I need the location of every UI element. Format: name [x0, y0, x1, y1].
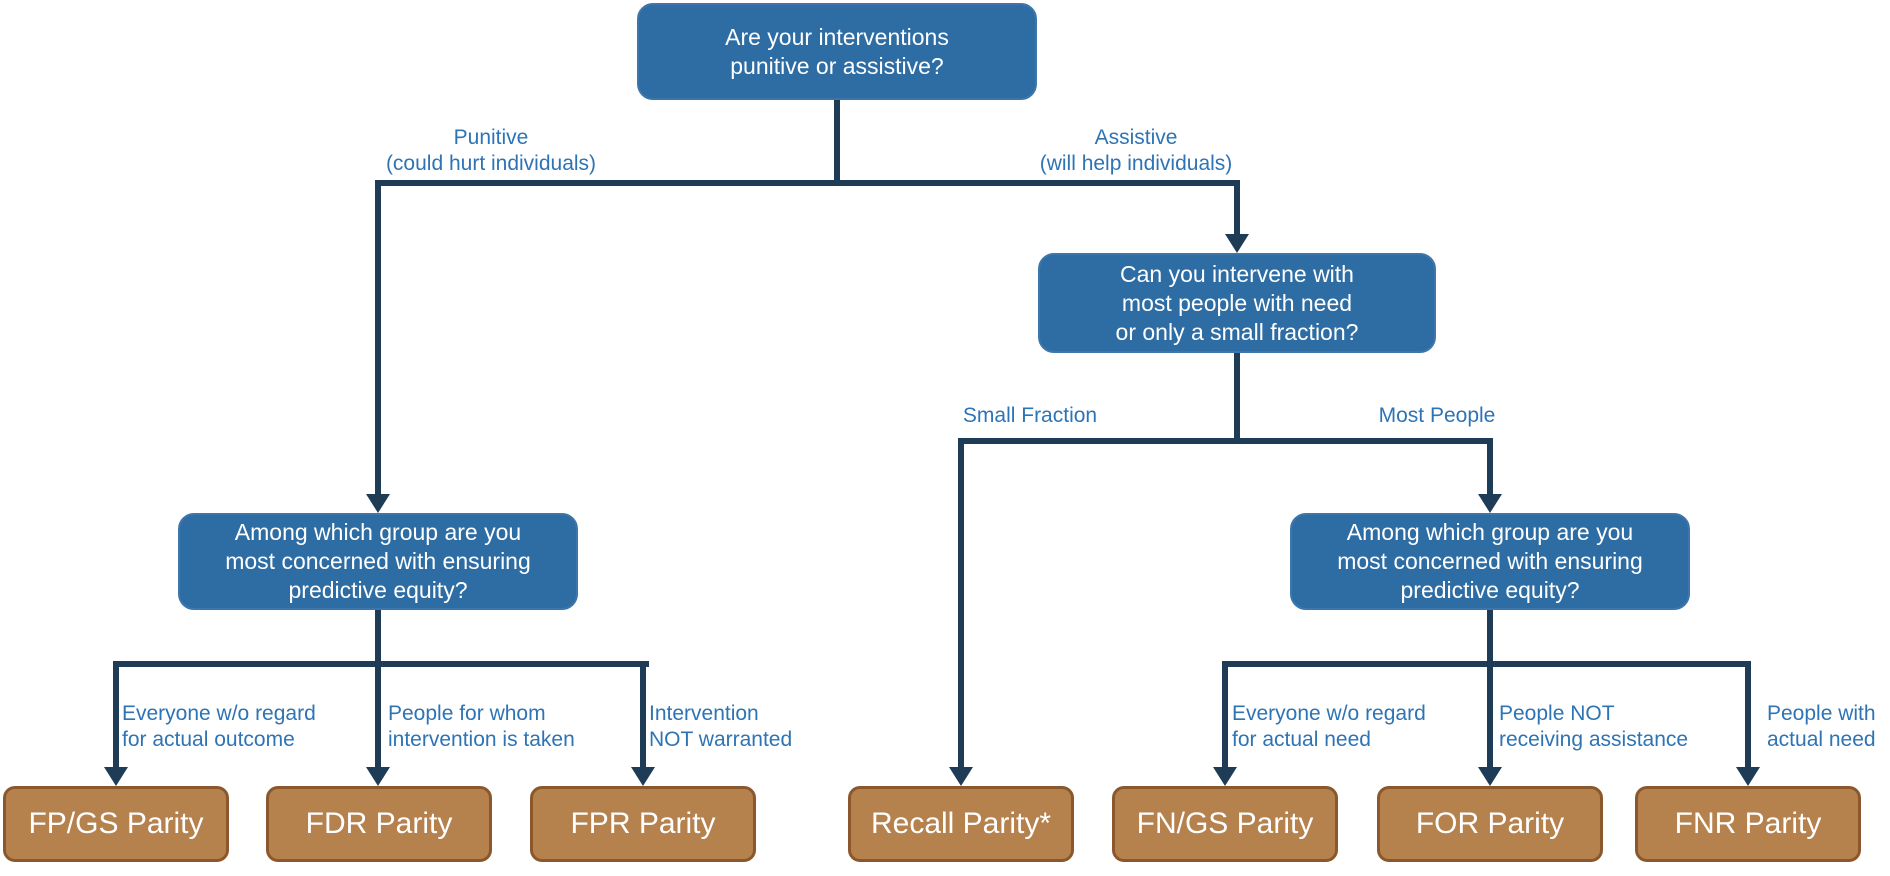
arrowhead-down-icon-fpr	[631, 767, 655, 786]
punitive-branch-label: Punitive (could hurt individuals)	[385, 126, 597, 175]
leaf-box-recall-parity: Recall Parity*	[848, 786, 1074, 862]
connector-split2-horizontal	[958, 438, 1493, 444]
arrowhead-down-icon-fnr	[1736, 767, 1760, 786]
connector-not-warranted-leg	[640, 661, 646, 770]
leaf-box-fnr-parity: FNR Parity	[1635, 786, 1861, 862]
small-fraction-branch-label: Small Fraction	[962, 404, 1098, 427]
everyone-need-branch-label: Everyone w/o regard for actual need	[1232, 702, 1426, 751]
arrowhead-down-icon-assistive-group	[1478, 494, 1502, 513]
not-receiving-branch-label: People NOT receiving assistance	[1499, 702, 1689, 751]
connector-punitive-leg	[375, 180, 381, 494]
arrowhead-down-icon-for	[1478, 767, 1502, 786]
leaf-box-fpr-parity: FPR Parity	[530, 786, 756, 862]
connector-most-people-leg	[1487, 438, 1493, 494]
not-warranted-branch-label: Intervention NOT warranted	[649, 702, 793, 751]
leaf-box-fdr-parity: FDR Parity	[266, 786, 492, 862]
connector-root-drop	[834, 100, 840, 186]
arrowhead-down-icon-fdr	[366, 767, 390, 786]
arrowhead-down-icon-recall	[949, 767, 973, 786]
leaf-box-fngs-parity: FN/GS Parity	[1112, 786, 1338, 862]
actual-need-branch-label: People with actual need	[1767, 702, 1876, 751]
leaf-box-for-parity: FOR Parity	[1377, 786, 1603, 862]
connector-actual-need-leg	[1745, 661, 1751, 770]
punitive-group-question-box: Among which group are you most concerned…	[178, 513, 578, 610]
leaf-box-fpgs-parity: FP/GS Parity	[3, 786, 229, 862]
assistive-branch-label: Assistive (will help individuals)	[1039, 126, 1233, 175]
everyone-outcome-branch-label: Everyone w/o regard for actual outcome	[122, 702, 316, 751]
connector-assistive-leg	[1234, 180, 1240, 235]
connector-split1-horizontal	[375, 180, 1240, 186]
intervene-scope-question-box: Can you intervene with most people with …	[1038, 253, 1436, 353]
connector-split3-right-horizontal	[1222, 661, 1751, 667]
connector-punitive-group-drop	[375, 610, 381, 770]
connector-scope-drop	[1234, 353, 1240, 444]
connector-assistive-group-drop	[1487, 610, 1493, 770]
arrowhead-down-icon-fngs	[1213, 767, 1237, 786]
intervention-taken-branch-label: People for whom intervention is taken	[388, 702, 575, 751]
most-people-branch-label: Most People	[1378, 404, 1496, 427]
connector-everyone-need-leg	[1222, 661, 1228, 770]
arrowhead-down-icon-fpgs	[104, 767, 128, 786]
arrowhead-down-icon-punitive-group	[366, 494, 390, 513]
connector-small-fraction-leg	[958, 438, 964, 770]
arrowhead-down-icon-intervene-scope	[1225, 234, 1249, 253]
root-question-box: Are your interventions punitive or assis…	[637, 3, 1037, 100]
connector-everyone-outcome-leg	[113, 661, 119, 770]
connector-split3-left-horizontal	[113, 661, 649, 667]
assistive-group-question-box: Among which group are you most concerned…	[1290, 513, 1690, 610]
